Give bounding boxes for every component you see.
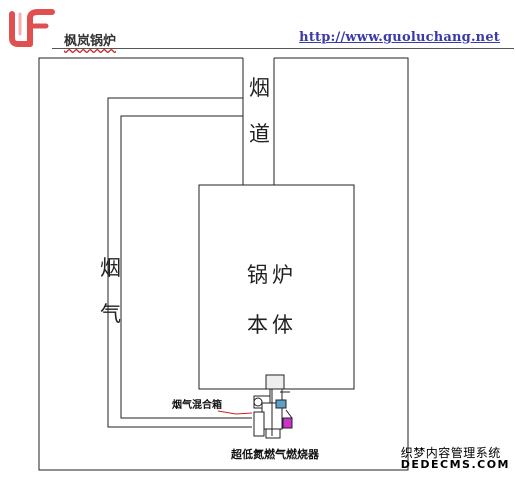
recirculation-pipe-outer bbox=[107, 97, 252, 428]
flue-gas-label-char-2: 气 bbox=[100, 302, 121, 326]
website-link[interactable]: http://www.guoluchang.net bbox=[299, 30, 500, 45]
watermark-line-1: 织梦内容管理系统 bbox=[400, 445, 501, 460]
watermark: 织梦内容管理系统 DEDECMS.COM bbox=[401, 447, 510, 471]
header: 枫岚锅炉 http://www.guoluchang.net bbox=[0, 0, 516, 52]
flue-label-char-1: 烟 bbox=[249, 76, 270, 100]
mixing-box-label: 烟气混合箱 bbox=[172, 400, 222, 411]
burner-assembly bbox=[253, 374, 293, 439]
brand-name: 枫岚锅炉 bbox=[64, 34, 117, 49]
flue-label-char-2: 道 bbox=[249, 122, 270, 146]
mixing-box-leader bbox=[217, 410, 253, 415]
header-divider bbox=[52, 48, 514, 49]
flue-gas-label-char-1: 烟 bbox=[100, 256, 121, 280]
room-boundary bbox=[38, 57, 409, 471]
recirculation-pipe-inner bbox=[120, 115, 252, 419]
watermark-line-2: DEDECMS.COM bbox=[400, 458, 510, 472]
boiler-body bbox=[198, 184, 355, 390]
boiler-label-line-1: 锅炉 bbox=[247, 263, 297, 287]
burner-label: 超低氮燃气燃烧器 bbox=[231, 448, 319, 461]
boiler-label-line-2: 本体 bbox=[247, 313, 297, 337]
logo-icon bbox=[9, 9, 55, 47]
